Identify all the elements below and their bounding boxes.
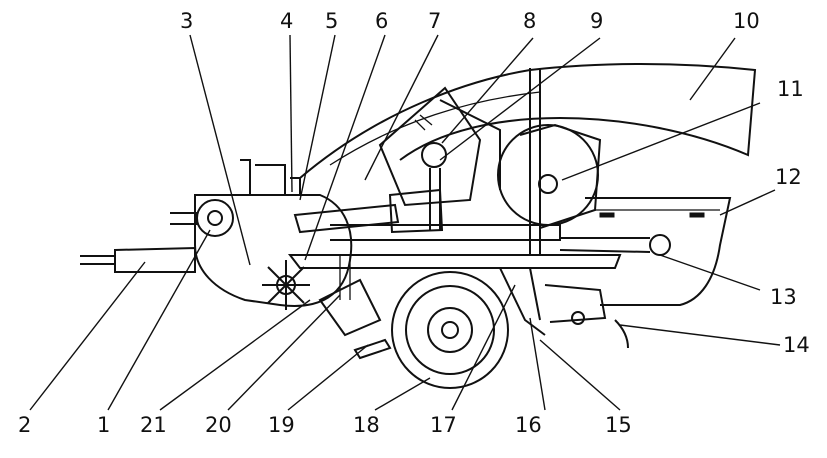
label-6: 6: [375, 9, 388, 33]
label-9: 9: [590, 9, 603, 33]
label-2: 2: [18, 413, 31, 437]
drive-shaft: [80, 246, 196, 273]
rotor-flails: [262, 260, 310, 310]
label-5: 5: [325, 9, 338, 33]
rear-hopper: [585, 197, 732, 306]
label-20: 20: [205, 413, 232, 437]
label-19: 19: [268, 413, 295, 437]
label-21: 21: [140, 413, 167, 437]
chute: [378, 86, 482, 207]
label-13: 13: [770, 285, 797, 309]
leader-lines: [29, 34, 781, 411]
part-labels: 1 2 3 4 5 6 7 8 9 10 11 12 13 14 15 16 1…: [18, 9, 810, 437]
main-frame: [287, 254, 622, 269]
label-12: 12: [775, 165, 802, 189]
label-11: 11: [777, 77, 804, 101]
hood-cover: [299, 63, 757, 179]
rotor-housing: [194, 194, 353, 307]
label-4: 4: [280, 9, 293, 33]
label-17: 17: [430, 413, 457, 437]
label-7: 7: [428, 9, 441, 33]
label-16: 16: [515, 413, 542, 437]
machine-drawing: [80, 63, 757, 389]
label-3: 3: [180, 9, 193, 33]
label-15: 15: [605, 413, 632, 437]
wheel: [391, 271, 509, 389]
front-pulley: [196, 199, 234, 237]
label-1: 1: [97, 413, 110, 437]
label-14: 14: [783, 333, 810, 357]
label-18: 18: [353, 413, 380, 437]
label-8: 8: [523, 9, 536, 33]
label-10: 10: [733, 9, 760, 33]
